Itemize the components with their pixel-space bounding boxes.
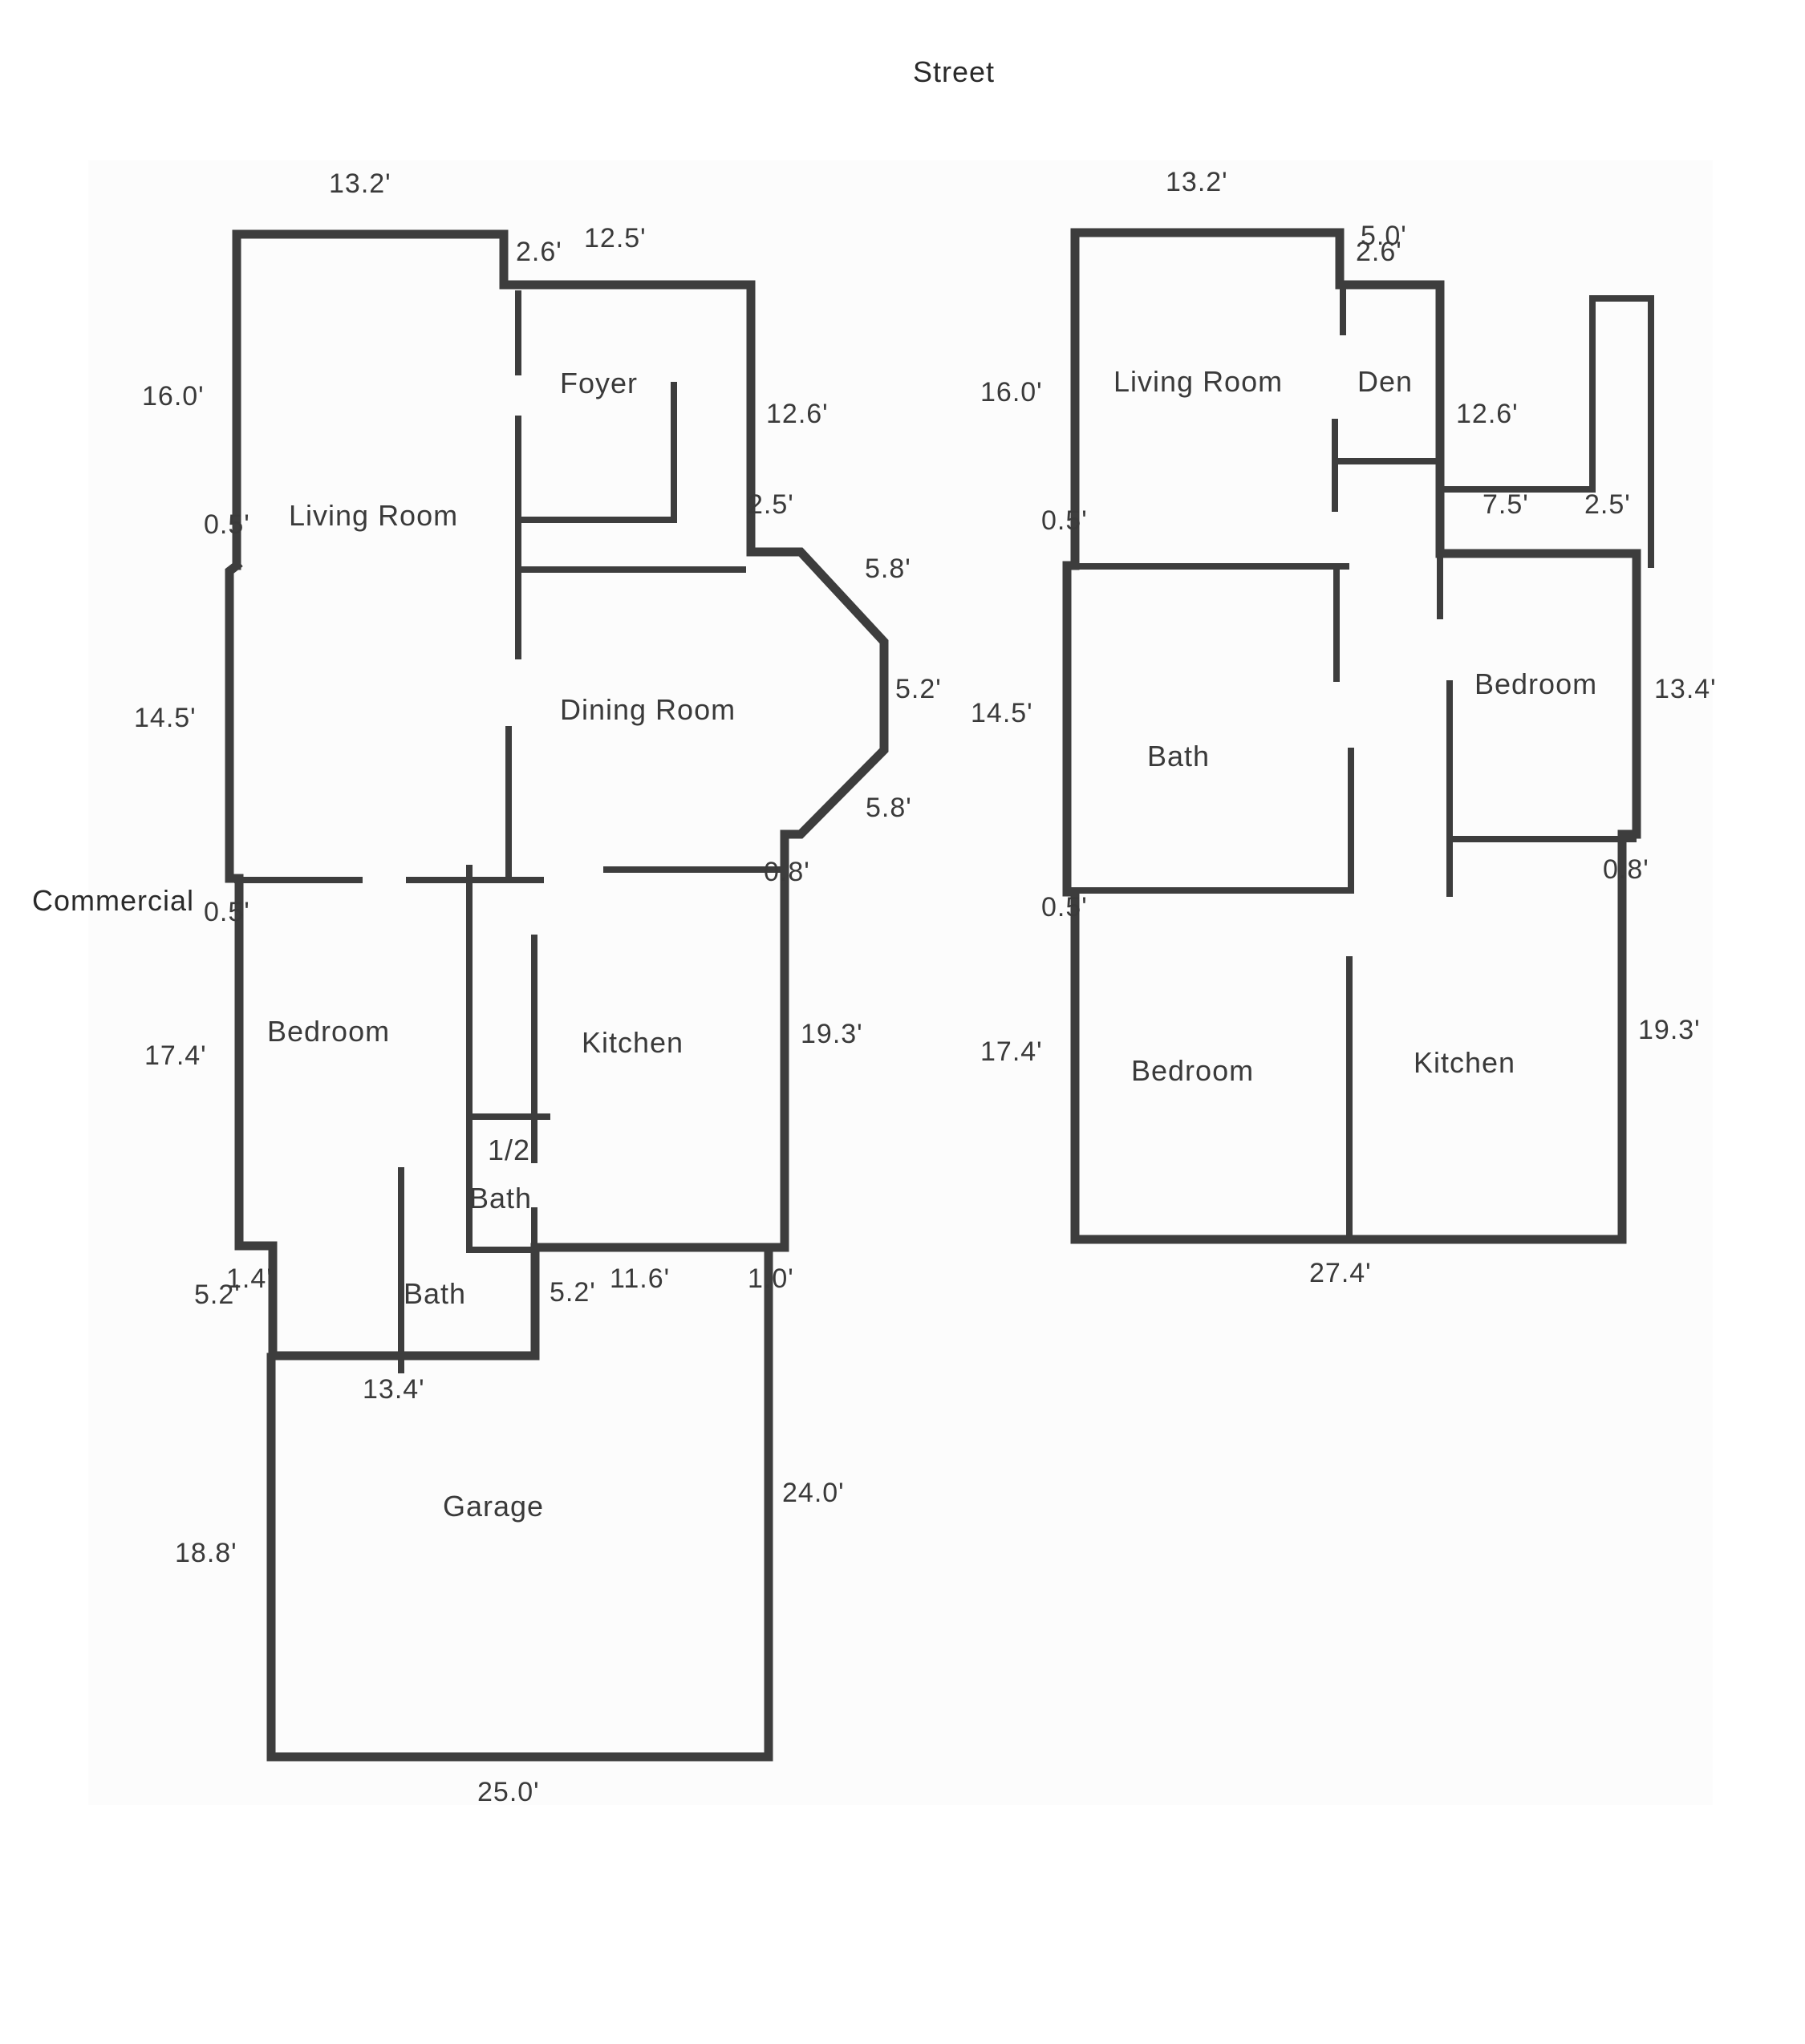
stair-outline bbox=[1440, 295, 1654, 568]
dim-bottom-middle: 11.6' bbox=[610, 1263, 670, 1294]
dim2-top-step-a: 5.0' bbox=[1361, 221, 1407, 251]
dim-bath-bottom: 13.4' bbox=[363, 1374, 425, 1405]
bath-right-wall-lower bbox=[1071, 748, 1354, 894]
room-label-bedroom-lower: Bedroom bbox=[1131, 1054, 1254, 1087]
dim2-left-lower: 17.4' bbox=[980, 1036, 1043, 1067]
room-label-garage: Garage bbox=[443, 1490, 544, 1523]
room-label-foyer: Foyer bbox=[560, 367, 638, 399]
commercial-label: Commercial bbox=[32, 884, 194, 917]
dim-garage-left: 18.8' bbox=[175, 1538, 237, 1568]
dim-right-upper: 12.6' bbox=[766, 399, 829, 429]
dim-left-offset: 0.5' bbox=[204, 509, 250, 540]
dim2-left-offset: 0.5' bbox=[1041, 505, 1088, 536]
dim-bay-lower: 5.8' bbox=[866, 793, 912, 823]
dim-garage-bottom: 25.0' bbox=[477, 1777, 540, 1807]
dim-left-offset-lower: 0.5' bbox=[204, 897, 250, 927]
dim2-left-middle: 14.5' bbox=[971, 698, 1033, 728]
dim2-top-left: 13.2' bbox=[1166, 167, 1228, 197]
dim-bottom-left-step: 5.2' bbox=[194, 1280, 241, 1310]
room-label-half-bath-2: Bath bbox=[469, 1182, 532, 1215]
second-floor-plan: Living Room Den Bath Bedroom Bedroom Kit… bbox=[971, 167, 1717, 1288]
garage-wall bbox=[266, 1243, 773, 1762]
dim-right-offset: 0.8' bbox=[764, 857, 810, 887]
dim-bottom-left-small: 1.4' bbox=[226, 1263, 273, 1294]
dim2-left-offset-lower: 0.5' bbox=[1041, 892, 1088, 923]
dim-left-upper: 16.0' bbox=[142, 381, 205, 412]
dim2-left-upper: 16.0' bbox=[980, 377, 1043, 408]
dim2-right-offset: 0.8' bbox=[1603, 854, 1649, 885]
dim2-right-lower: 19.3' bbox=[1638, 1015, 1701, 1045]
dim-left-middle: 14.5' bbox=[134, 703, 197, 733]
dim-top-step: 2.6' bbox=[516, 237, 562, 267]
first-floor-outer-wall bbox=[225, 229, 889, 1361]
dim-top-right: 12.5' bbox=[584, 223, 647, 253]
room-label-kitchen: Kitchen bbox=[582, 1026, 683, 1059]
dim-bay-upper: 5.8' bbox=[865, 554, 911, 584]
dim2-top-step-b: 2.6' bbox=[1356, 237, 1402, 267]
dim2-inner-step: 7.5' bbox=[1483, 489, 1529, 520]
dim2-right-middle: 13.4' bbox=[1654, 674, 1717, 704]
dim2-right-step: 2.5' bbox=[1584, 489, 1631, 520]
room-label-bedroom: Bedroom bbox=[267, 1015, 390, 1048]
dim-bottom-inner-step: 5.2' bbox=[550, 1277, 596, 1308]
room-label-bedroom-upper: Bedroom bbox=[1474, 667, 1597, 700]
half-bath-wall bbox=[466, 865, 535, 1253]
room-label-bath-2: Bath bbox=[1147, 740, 1210, 773]
dim-garage-right: 24.0' bbox=[782, 1478, 845, 1508]
room-label-kitchen-2: Kitchen bbox=[1414, 1046, 1515, 1079]
foyer-closet-wall bbox=[518, 382, 677, 523]
dim-right-step: 2.5' bbox=[748, 489, 794, 520]
room-label-living-room-2: Living Room bbox=[1113, 365, 1283, 398]
room-label-den: Den bbox=[1357, 365, 1413, 398]
dim2-right-upper: 12.6' bbox=[1456, 399, 1519, 429]
dim-top-left: 13.2' bbox=[329, 168, 391, 199]
dim-left-lower: 17.4' bbox=[144, 1040, 207, 1071]
second-floor-outer-wall bbox=[1062, 228, 1641, 1244]
dim-right-lower: 19.3' bbox=[801, 1019, 863, 1049]
street-label: Street bbox=[913, 55, 995, 88]
dim-bottom-right-step: 1.0' bbox=[748, 1263, 794, 1294]
room-label-half-bath-1: 1/2 bbox=[488, 1134, 530, 1166]
room-label-living-room: Living Room bbox=[289, 499, 458, 532]
room-label-dining-room: Dining Room bbox=[560, 693, 736, 726]
room-label-bath: Bath bbox=[404, 1277, 466, 1310]
dim2-bottom: 27.4' bbox=[1309, 1258, 1372, 1288]
dim-bay-middle: 5.2' bbox=[895, 674, 942, 704]
first-floor-plan: Living Room Foyer Dining Room Bedroom Ki… bbox=[134, 168, 942, 1807]
